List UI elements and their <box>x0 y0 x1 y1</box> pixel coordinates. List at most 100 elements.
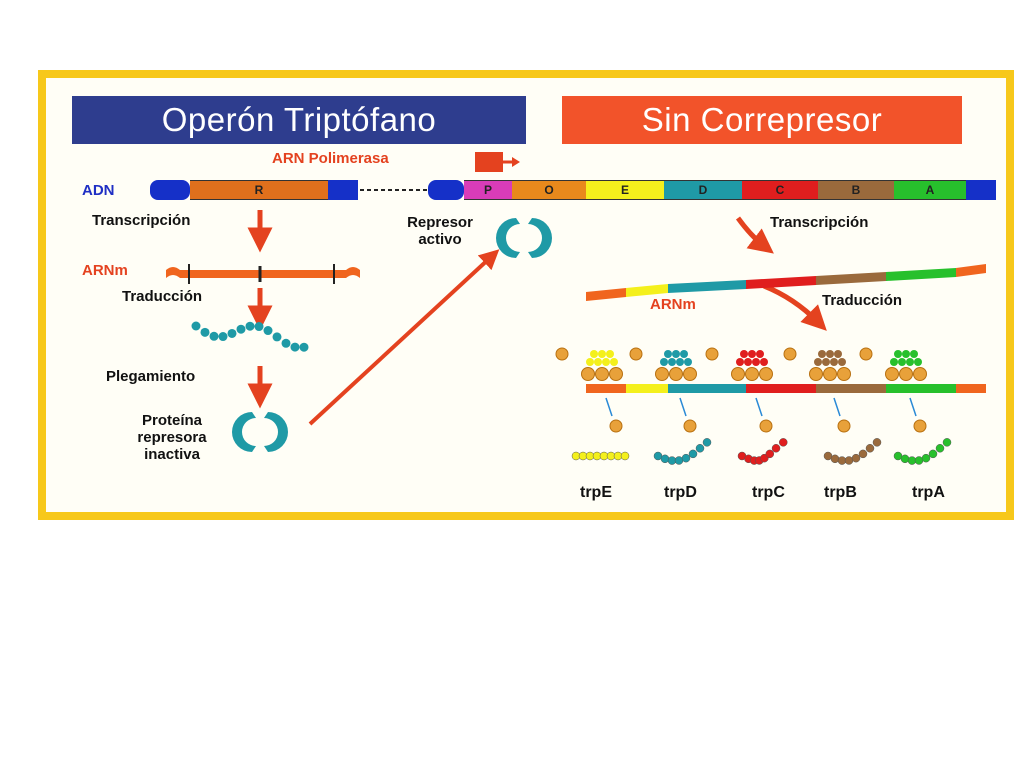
trna-bead <box>664 350 672 358</box>
mrna-segment <box>586 384 626 393</box>
dna-segment-p: P <box>464 180 512 200</box>
amino-acid-bead <box>218 332 228 342</box>
mrna-segment <box>586 288 626 301</box>
active-repressor-line-1: Represor <box>407 214 473 231</box>
release-arrow <box>605 397 613 417</box>
ribosome-icon <box>913 367 927 381</box>
ribosome-icon <box>759 367 773 381</box>
ribosome-icon <box>581 367 595 381</box>
ribosome-icon <box>609 419 623 433</box>
enzyme-bead <box>935 444 945 453</box>
trna-bead <box>660 358 668 366</box>
trna-bead <box>906 358 914 366</box>
amino-acid-bead <box>254 322 264 332</box>
amino-acid-bead <box>227 328 237 338</box>
enzyme-bead <box>858 449 868 459</box>
amino-acid-bead <box>290 342 300 352</box>
amino-acid-bead <box>209 331 219 341</box>
ribosome-icon <box>899 367 913 381</box>
ribosome-icon <box>809 367 823 381</box>
ribosome-icon <box>609 367 623 381</box>
trna-bead <box>890 358 898 366</box>
trna-bead <box>740 350 748 358</box>
trna-bead <box>838 358 846 366</box>
enzyme-bead <box>779 438 788 447</box>
mrna-segment <box>668 384 746 393</box>
dna-label: ADN <box>82 182 115 199</box>
repressor-protein-icon <box>496 218 552 258</box>
left-transcription-label: Transcripción <box>92 212 191 229</box>
ribosome-icon <box>629 347 643 361</box>
ribosome-icon <box>837 419 851 433</box>
inactive-repressor-line-1: Proteína <box>141 412 202 429</box>
trna-bead <box>756 350 764 358</box>
enzyme-bead <box>660 454 670 464</box>
repressor-protein-icon <box>232 412 288 452</box>
mrna-segment <box>816 272 886 285</box>
mrna-segment <box>746 384 816 393</box>
inactive-repressor-line-2: represora <box>137 429 207 446</box>
enzyme-bead <box>865 444 875 453</box>
ribosome-icon <box>783 347 797 361</box>
amino-acid-bead <box>200 327 210 337</box>
mrna-segment <box>956 264 986 277</box>
trna-bead <box>684 358 692 366</box>
ribosome-icon <box>759 419 773 433</box>
mrna-segment <box>746 276 816 289</box>
trna-bead <box>680 350 688 358</box>
release-arrow <box>833 397 841 417</box>
trna-bead <box>602 358 610 366</box>
right-mrna-bottom <box>586 384 986 393</box>
enzyme-bead <box>688 449 698 459</box>
left-flow-arrows <box>247 210 827 426</box>
amino-acid-bead <box>299 342 309 352</box>
enzyme-bead <box>851 453 861 463</box>
trna-bead <box>672 350 680 358</box>
right-translation-label: Traducción <box>822 292 903 309</box>
active-repressor-label: Represor activo <box>392 214 488 248</box>
ribosome-icon <box>859 347 873 361</box>
folding-label: Plegamiento <box>106 368 196 385</box>
active-repressor-line-2: activo <box>418 231 462 248</box>
trna-bead <box>752 358 760 366</box>
trna-bead <box>736 358 744 366</box>
amino-acid-bead <box>236 324 246 334</box>
ribosome-icon <box>595 367 609 381</box>
mrna-segment <box>956 384 986 393</box>
dna-segment-a: A <box>894 180 966 200</box>
enzyme-bead <box>921 453 931 463</box>
arrow-icon <box>735 216 774 254</box>
trna-bead <box>822 358 830 366</box>
trna-bead <box>676 358 684 366</box>
diagram-panel: Operón Triptófano Sin Correpresor <box>46 78 1006 512</box>
enzyme-bead <box>695 444 705 453</box>
gene-label-trpb: trpB <box>824 484 857 501</box>
dna-segment-r: R <box>190 180 328 200</box>
trna-bead <box>668 358 676 366</box>
inactive-repressor-label: Proteína represora inactiva <box>112 412 232 463</box>
release-arrow <box>909 397 917 417</box>
enzyme-bead <box>771 444 781 453</box>
dna-cap <box>428 180 464 200</box>
mrna-segment <box>668 280 746 293</box>
enzyme-bead <box>872 438 882 447</box>
trna-bead <box>910 350 918 358</box>
trna-bead <box>818 350 826 358</box>
trna-bead <box>898 358 906 366</box>
left-mrna-label: ARNm <box>82 262 128 279</box>
left-mrna <box>166 264 360 284</box>
trna-bead <box>760 358 768 366</box>
ribosome-icon <box>655 367 669 381</box>
gene-label-trpe: trpE <box>580 484 612 501</box>
arrow-icon <box>763 283 827 331</box>
dna-strand <box>150 180 996 200</box>
dna-segment-c: C <box>742 180 818 200</box>
ribosome-icon <box>885 367 899 381</box>
trna-bead <box>590 350 598 358</box>
enzyme-bead <box>928 449 938 459</box>
diagram-art <box>150 152 996 465</box>
rna-polymerase-label: ARN Polimerasa <box>272 150 389 167</box>
trna-bead <box>594 358 602 366</box>
left-translation-label: Traducción <box>122 288 203 305</box>
enzyme-bead <box>681 453 691 463</box>
